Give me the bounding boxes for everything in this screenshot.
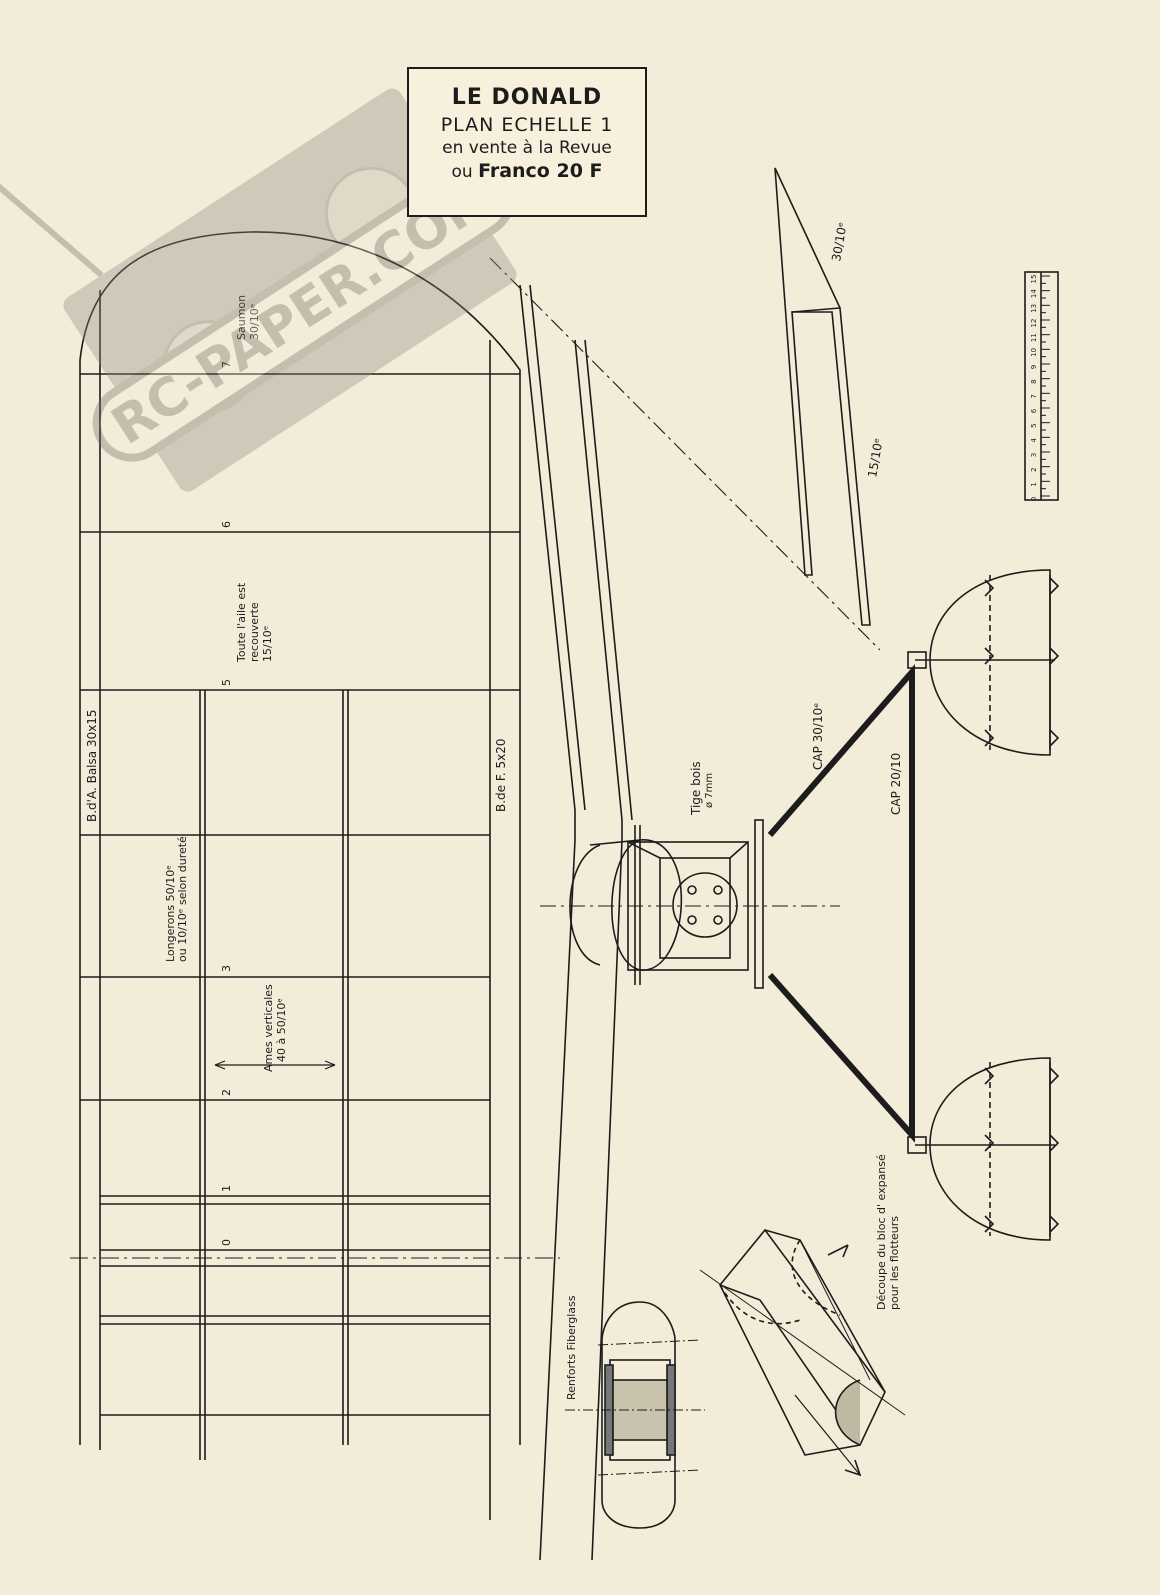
scale-tick-label: 5 [1030,423,1038,427]
plan-price-line: ou Franco 20 F [409,160,645,182]
rod-label-2: ø 7mm [704,773,715,808]
cap-a-label: CAP 30/10ᵉ [811,703,825,770]
scale-tick-label: 4 [1030,438,1038,443]
scale-tick-label: 6 [1030,408,1038,413]
fin-top-label: 30/10ᵉ [829,221,850,262]
fuselage-boom-upper [574,339,623,1561]
rib-numbers: 7 6 5 3 2 1 0 [220,361,233,1246]
rib-number-2: 2 [220,1089,233,1096]
scale-tick-label: 8 [1030,379,1038,383]
covering-label-1: Toute l'aile est [235,582,248,663]
wing-outline [79,231,521,1445]
rib-number-5: 5 [220,679,233,686]
cut-label-2: pour les flotteurs [888,1216,901,1310]
webs-label-2: 40 à 50/10ᵉ [275,998,288,1062]
scale-tick-label: 10 [1030,348,1038,357]
scale-tick-label: 11 [1030,333,1038,342]
scale-tick-label: 7 [1030,394,1038,398]
scale-tick-label: 9 [1030,365,1038,369]
cut-label-1: Découpe du bloc d' expansé [875,1154,888,1310]
rod-label-1: Tige bois [689,761,703,816]
rib-number-6: 6 [220,521,233,528]
scale-tick-label: 2 [1030,467,1038,471]
foam-block-detail [699,1228,906,1477]
nose-front-view [540,819,840,989]
undercarriage-struts [767,663,915,1143]
rib-number-1: 1 [220,1185,233,1192]
fin-outline [774,167,871,626]
covering-label-2: recouverte [248,602,261,662]
scale-tick-label: 12 [1030,319,1038,328]
rib-number-0: 0 [220,1239,233,1246]
fin-side-label: 15/10ᵉ [865,437,886,478]
plan-title-box: LE DONALD PLAN ECHELLE 1 en vente à la R… [407,67,647,217]
scale-tick-label: 0 [1030,497,1038,501]
cap-b-label: CAP 20/10 [889,753,903,815]
trailing-edge-label: B.de F. 5x20 [494,739,508,812]
plan-title: LE DONALD [451,85,603,110]
scale-tick-label: 3 [1030,453,1038,457]
webs-label-1: Ames verticales [262,984,275,1072]
tip-label-2: 30/10ᵉ [248,304,261,340]
rib-number-7: 7 [220,361,233,368]
spars-label-2: ou 10/10ᵉ selon dureté [176,836,189,962]
plan-scale-line: PLAN ECHELLE 1 [440,114,614,136]
scale-tick-label: 15 [1030,275,1038,284]
float-upper [907,569,1060,756]
leading-edge-label: B.d'A. Balsa 30x15 [85,709,99,822]
scale-tick-label: 1 [1030,482,1038,486]
rib-number-3: 3 [220,965,233,972]
float-lower [907,1057,1060,1241]
plan-price-prefix: ou [451,162,473,182]
fiberglass-label: Renforts Fiberglass [565,1295,578,1400]
plan-price: Franco 20 F [478,160,603,182]
tip-label-1: Saumon [235,295,248,340]
fuselage-boom-lower [519,284,576,1561]
spars-label-1: Longerons 50/10ᵉ [164,865,177,962]
spar-section-detail [565,1301,705,1529]
covering-label-3: 15/10ᵉ [261,626,274,662]
scale-tick-label: 14 [1030,289,1038,298]
plan-sale-line: en vente à la Revue [442,138,612,158]
scale-tick-label: 13 [1030,304,1038,313]
